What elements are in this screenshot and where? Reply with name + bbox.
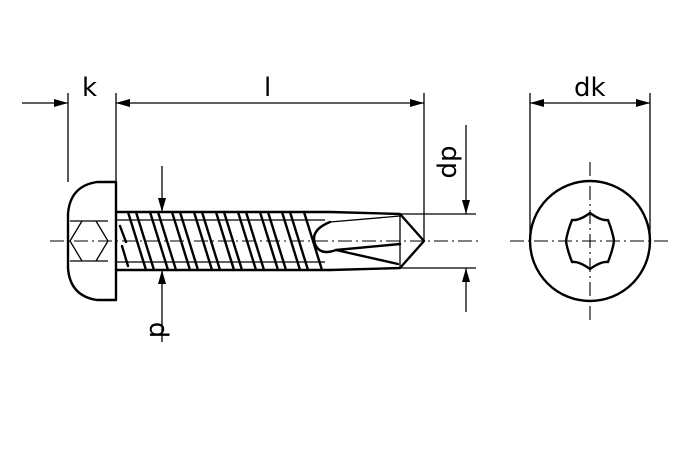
label-l: l xyxy=(264,73,271,103)
dimension-dk: dk xyxy=(529,73,651,241)
head-recess-side xyxy=(95,220,109,262)
dimension-d: d xyxy=(143,166,173,342)
screw-top-view: dk xyxy=(510,73,672,322)
thread xyxy=(118,210,324,272)
label-dk: dk xyxy=(574,73,606,103)
label-dp: dp xyxy=(433,145,463,178)
label-k: k xyxy=(82,73,97,103)
screw-head xyxy=(66,180,118,302)
screw-side-view: k l dp d xyxy=(22,73,480,342)
dimension-l: l xyxy=(116,73,425,241)
dimension-dp: dp xyxy=(400,125,476,312)
torx-star-icon xyxy=(564,211,616,271)
head-recess-side xyxy=(69,220,83,262)
label-d: d xyxy=(143,322,173,339)
dimension-k: k xyxy=(22,73,130,182)
